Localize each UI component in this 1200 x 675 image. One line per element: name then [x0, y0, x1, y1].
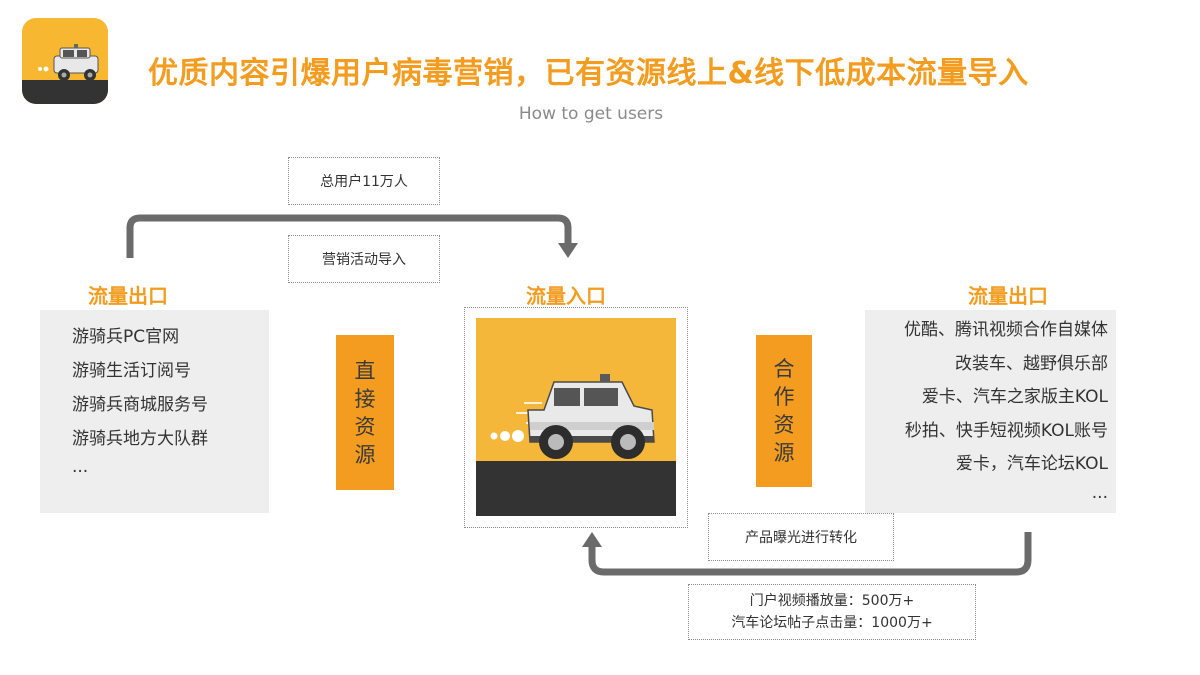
video-views-text: 门户视频播放量：500万+ [749, 593, 915, 609]
tag-char: 源 [354, 442, 376, 467]
suv-car-illustration [476, 318, 676, 516]
top-arrowhead [558, 243, 578, 258]
app-logo [22, 18, 108, 104]
tag-char: 直 [354, 358, 376, 383]
tag-char: 资 [354, 414, 376, 439]
tag-char: 作 [773, 385, 795, 409]
total-users-label: 总用户11万人 [288, 157, 440, 205]
page-subtitle: How to get users [518, 104, 664, 124]
center-section-heading: 流量入口 [526, 284, 606, 308]
list-item: 游骑兵PC官网 [72, 327, 180, 347]
list-item: 秒拍、快手短视频KOL账号 [904, 420, 1108, 441]
list-item: 优酷、腾讯视频合作自媒体 [904, 320, 1108, 340]
marketing-import-label: 营销活动导入 [288, 235, 440, 283]
product-exposure-label: 产品曝光进行转化 [708, 513, 894, 561]
page-title: 优质内容引爆用户病毒营销，已有资源线上&线下低成本流量导入 [148, 56, 1029, 91]
list-item: 游骑生活订阅号 [72, 361, 191, 381]
traffic-stats-label: 门户视频播放量：500万+ 汽车论坛帖子点击量：1000万+ [688, 584, 976, 640]
left-outlet-panel: 游骑兵PC官网 游骑生活订阅号 游骑兵商城服务号 游骑兵地方大队群 ... [40, 310, 269, 513]
forum-clicks-text: 汽车论坛帖子点击量：1000万+ [731, 615, 933, 631]
bottom-flow-arrow [588, 532, 1032, 576]
top-flow-arrow [126, 214, 572, 258]
center-image-frame [464, 307, 688, 528]
list-item: 改装车、越野俱乐部 [955, 353, 1108, 374]
tag-char: 资 [773, 413, 795, 437]
tag-char: 源 [773, 441, 795, 465]
list-item: 游骑兵地方大队群 [72, 429, 208, 449]
tag-char: 合 [773, 357, 795, 381]
left-section-heading: 流量出口 [88, 284, 168, 308]
suv-car-icon [22, 18, 108, 104]
list-item: 游骑兵商城服务号 [72, 395, 208, 415]
list-item: 爱卡、汽车之家版主KOL [921, 387, 1108, 407]
bottom-arrowhead [582, 532, 602, 547]
list-item: 爱卡，汽车论坛KOL [955, 454, 1108, 474]
list-item: ... [72, 457, 89, 477]
center-image [476, 318, 676, 516]
right-section-heading: 流量出口 [968, 284, 1048, 308]
direct-resources-tag: 直 接 资 源 [336, 335, 394, 490]
right-outlet-panel: 优酷、腾讯视频合作自媒体 改装车、越野俱乐部 爱卡、汽车之家版主KOL 秒拍、快… [865, 310, 1116, 513]
tag-char: 接 [354, 386, 376, 411]
list-item: ... [1091, 482, 1108, 503]
partner-resources-tag: 合 作 资 源 [756, 335, 812, 487]
